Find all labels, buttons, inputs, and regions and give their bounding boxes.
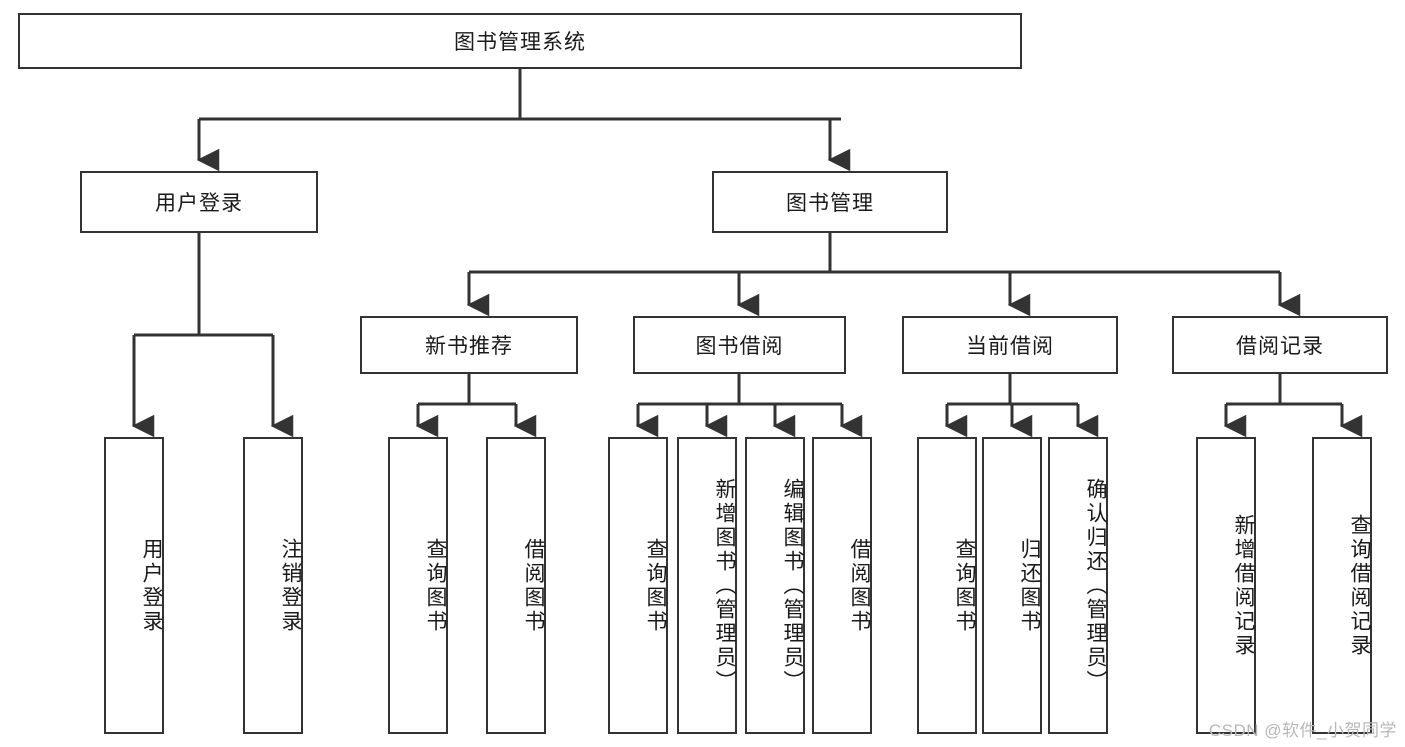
- leaf-query-borrow-record-label: 查询借阅记录: [1348, 513, 1371, 658]
- node-book-management-label: 图书管理: [786, 192, 874, 215]
- leaf-logout[interactable]: 注销登录: [243, 437, 303, 734]
- node-current-borrowing-label: 当前借阅: [966, 335, 1054, 358]
- leaf-borrow-books-recommend[interactable]: 借阅图书: [486, 437, 546, 734]
- leaf-query-borrow-record[interactable]: 查询借阅记录: [1312, 437, 1372, 734]
- node-new-book-recommendation-label: 新书推荐: [425, 335, 513, 358]
- leaf-borrow-books-borrowing[interactable]: 借阅图书: [812, 437, 872, 734]
- node-user-login-label: 用户登录: [155, 192, 243, 215]
- leaf-borrow-books-recommend-label: 借阅图书: [522, 537, 545, 634]
- leaf-user-login-label: 用户登录: [140, 537, 163, 634]
- node-borrow-records[interactable]: 借阅记录: [1172, 316, 1388, 374]
- leaf-add-borrow-record[interactable]: 新增借阅记录: [1196, 437, 1256, 734]
- leaf-add-borrow-record-label: 新增借阅记录: [1232, 513, 1255, 658]
- leaf-query-books-current[interactable]: 查询图书: [917, 437, 977, 734]
- node-book-borrowing-label: 图书借阅: [695, 335, 784, 358]
- node-current-borrowing[interactable]: 当前借阅: [902, 316, 1118, 374]
- leaf-query-books-current-label: 查询图书: [953, 537, 976, 634]
- leaf-confirm-return-admin-label: 确认归还（管理员）: [1084, 477, 1107, 694]
- leaf-user-login[interactable]: 用户登录: [104, 437, 164, 734]
- leaf-query-books-borrowing[interactable]: 查询图书: [608, 437, 668, 734]
- leaf-edit-book-admin-label: 编辑图书（管理员）: [781, 477, 804, 694]
- leaf-query-books-recommend[interactable]: 查询图书: [388, 437, 448, 734]
- node-borrow-records-label: 借阅记录: [1236, 335, 1324, 358]
- leaf-confirm-return-admin[interactable]: 确认归还（管理员）: [1048, 437, 1108, 734]
- csdn-watermark: CSDN @软件_小贺同学: [1208, 721, 1397, 740]
- node-book-borrowing[interactable]: 图书借阅: [633, 316, 846, 374]
- node-root-label: 图书管理系统: [454, 31, 586, 54]
- leaf-add-book-admin-label: 新增图书（管理员）: [713, 477, 736, 694]
- leaf-edit-book-admin[interactable]: 编辑图书（管理员）: [745, 437, 805, 734]
- node-root-system[interactable]: 图书管理系统: [18, 13, 1022, 69]
- leaf-return-books[interactable]: 归还图书: [982, 437, 1042, 734]
- leaf-query-books-borrowing-label: 查询图书: [644, 537, 667, 634]
- node-user-login[interactable]: 用户登录: [80, 171, 318, 233]
- leaf-logout-label: 注销登录: [279, 537, 302, 634]
- leaf-borrow-books-borrowing-label: 借阅图书: [848, 537, 871, 634]
- node-new-book-recommendation[interactable]: 新书推荐: [360, 316, 578, 374]
- leaf-query-books-recommend-label: 查询图书: [424, 537, 447, 634]
- node-book-management[interactable]: 图书管理: [712, 171, 948, 233]
- leaf-return-books-label: 归还图书: [1018, 537, 1041, 634]
- leaf-add-book-admin[interactable]: 新增图书（管理员）: [677, 437, 737, 734]
